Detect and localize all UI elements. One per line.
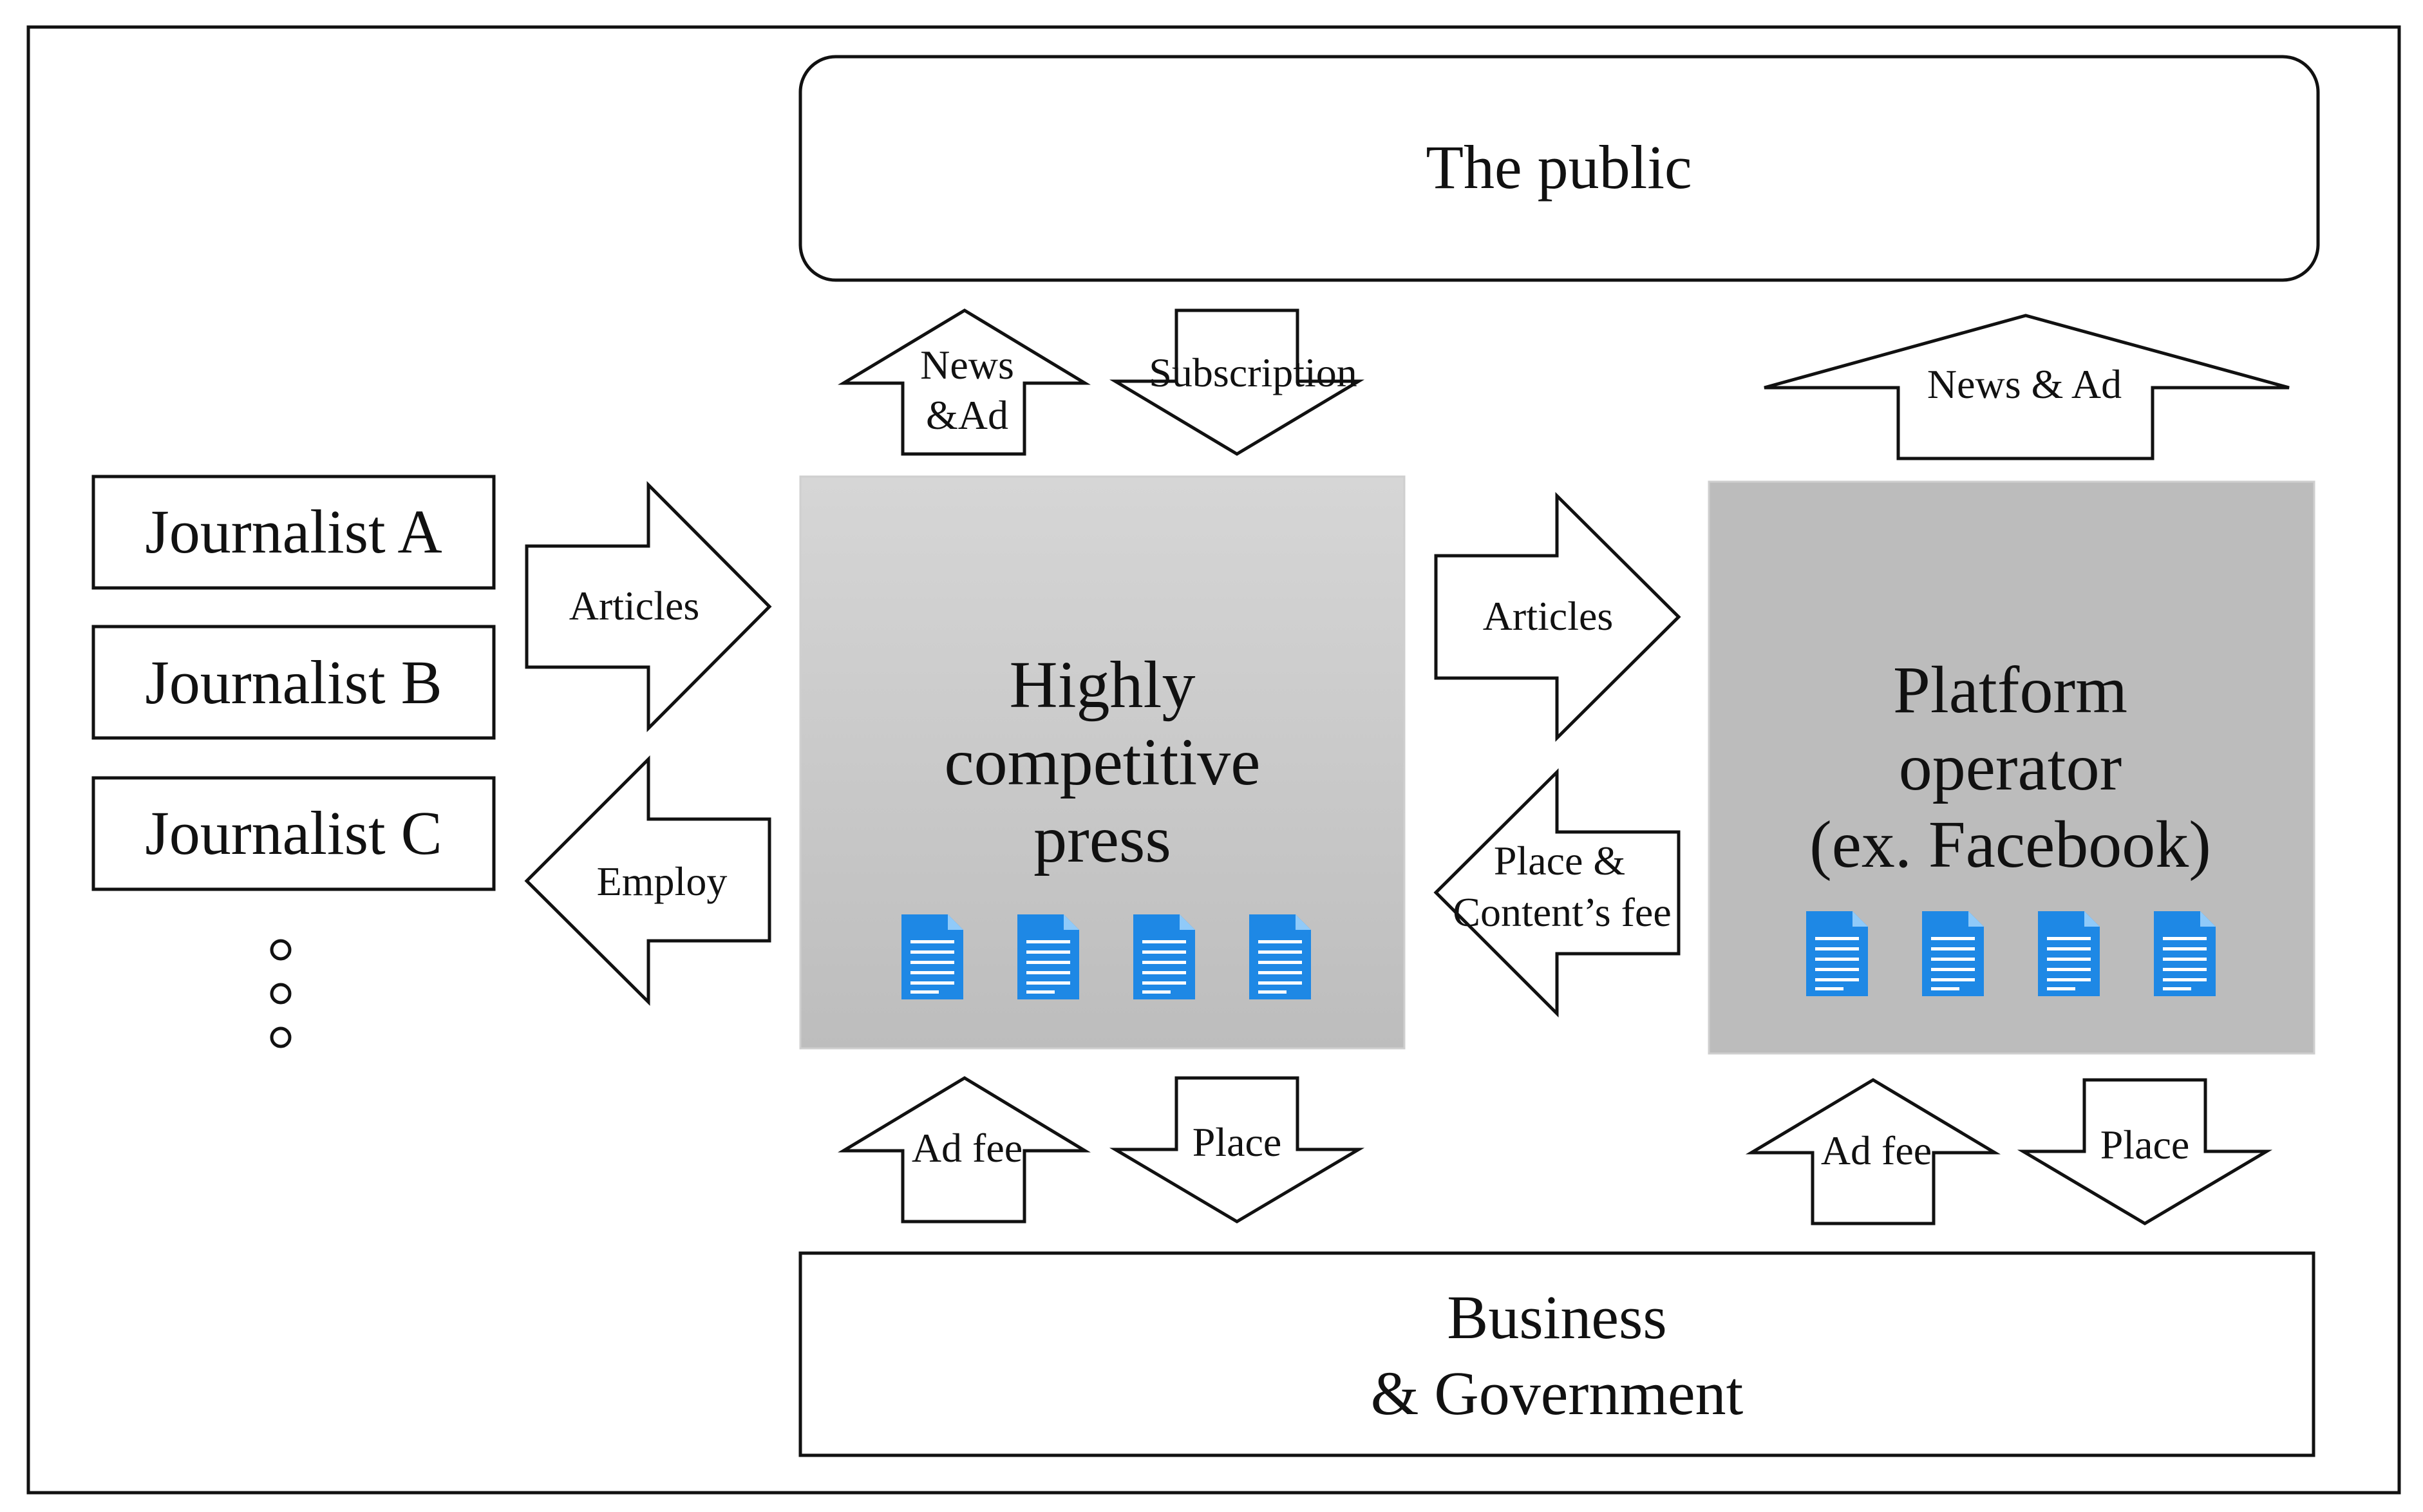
outer-frame: [26, 25, 2401, 1495]
press-line-1: Highly: [1010, 648, 1196, 722]
articles-to-press-label: Articles: [569, 583, 700, 628]
business-line-2: & Government: [1371, 1359, 1744, 1428]
platform-place-arrow: [2017, 1078, 2273, 1225]
document-icon: [1017, 914, 1079, 999]
subscription-label: Subscription: [1149, 350, 1357, 395]
journalist-c-label: Journalist C: [145, 799, 442, 867]
articles-to-platform-label: Articles: [1483, 593, 1614, 639]
press-place-arrow: [1109, 1076, 1365, 1224]
platform-news-ad-arrow: [1764, 314, 2290, 460]
press-news-ad-line-1: News: [920, 342, 1014, 388]
vertical-ellipsis-icon: [270, 939, 292, 1048]
document-icon: [2154, 911, 2216, 996]
place-content-fee-line-2: Content’s fee: [1453, 889, 1671, 935]
journalist-a-box: [91, 475, 496, 590]
subscription-arrow: [1109, 308, 1365, 456]
journalist-c-box: [91, 776, 496, 891]
document-icon: [901, 914, 963, 999]
platform-ad-fee-arrow: [1745, 1078, 2001, 1225]
articles-to-platform-arrow: [1434, 491, 1681, 742]
press-ad-fee-label: Ad fee: [912, 1125, 1023, 1171]
press-place-label: Place: [1193, 1119, 1282, 1165]
press-line-2: competitive: [945, 725, 1261, 799]
press-news-ad-arrow: [837, 308, 1091, 456]
platform-place-label: Place: [2100, 1122, 2190, 1167]
place-content-fee-arrow: [1433, 768, 1681, 1018]
journalist-b-label: Journalist B: [145, 648, 442, 717]
journalist-a-label: Journalist A: [145, 497, 442, 566]
employ-arrow: [524, 755, 771, 1006]
public-label: The public: [1426, 133, 1692, 202]
press-news-ad-line-2: &Ad: [926, 392, 1008, 438]
document-icon: [2038, 911, 2100, 996]
business-line-1: Business: [1447, 1283, 1666, 1352]
platform-line-3: (ex. Facebook): [1809, 808, 2211, 882]
articles-to-press-arrow: [525, 480, 772, 733]
document-icon: [1922, 911, 1984, 996]
press-ad-fee-arrow: [837, 1076, 1091, 1224]
press-line-3: press: [1033, 802, 1171, 876]
business-government-box: [798, 1251, 2315, 1457]
platform-line-2: operator: [1899, 730, 2122, 804]
platform-ad-fee-label: Ad fee: [1821, 1128, 1932, 1173]
public-box: [798, 55, 2320, 282]
platform-news-ad-label: News & Ad: [1927, 361, 2122, 407]
platform-line-1: Platform: [1893, 653, 2127, 727]
employ-label: Employ: [597, 858, 728, 904]
place-content-fee-line-1: Place &: [1494, 838, 1625, 884]
document-icon: [1806, 911, 1868, 996]
document-icon: [1249, 914, 1311, 999]
journalist-b-box: [91, 625, 496, 740]
document-icon: [1133, 914, 1195, 999]
